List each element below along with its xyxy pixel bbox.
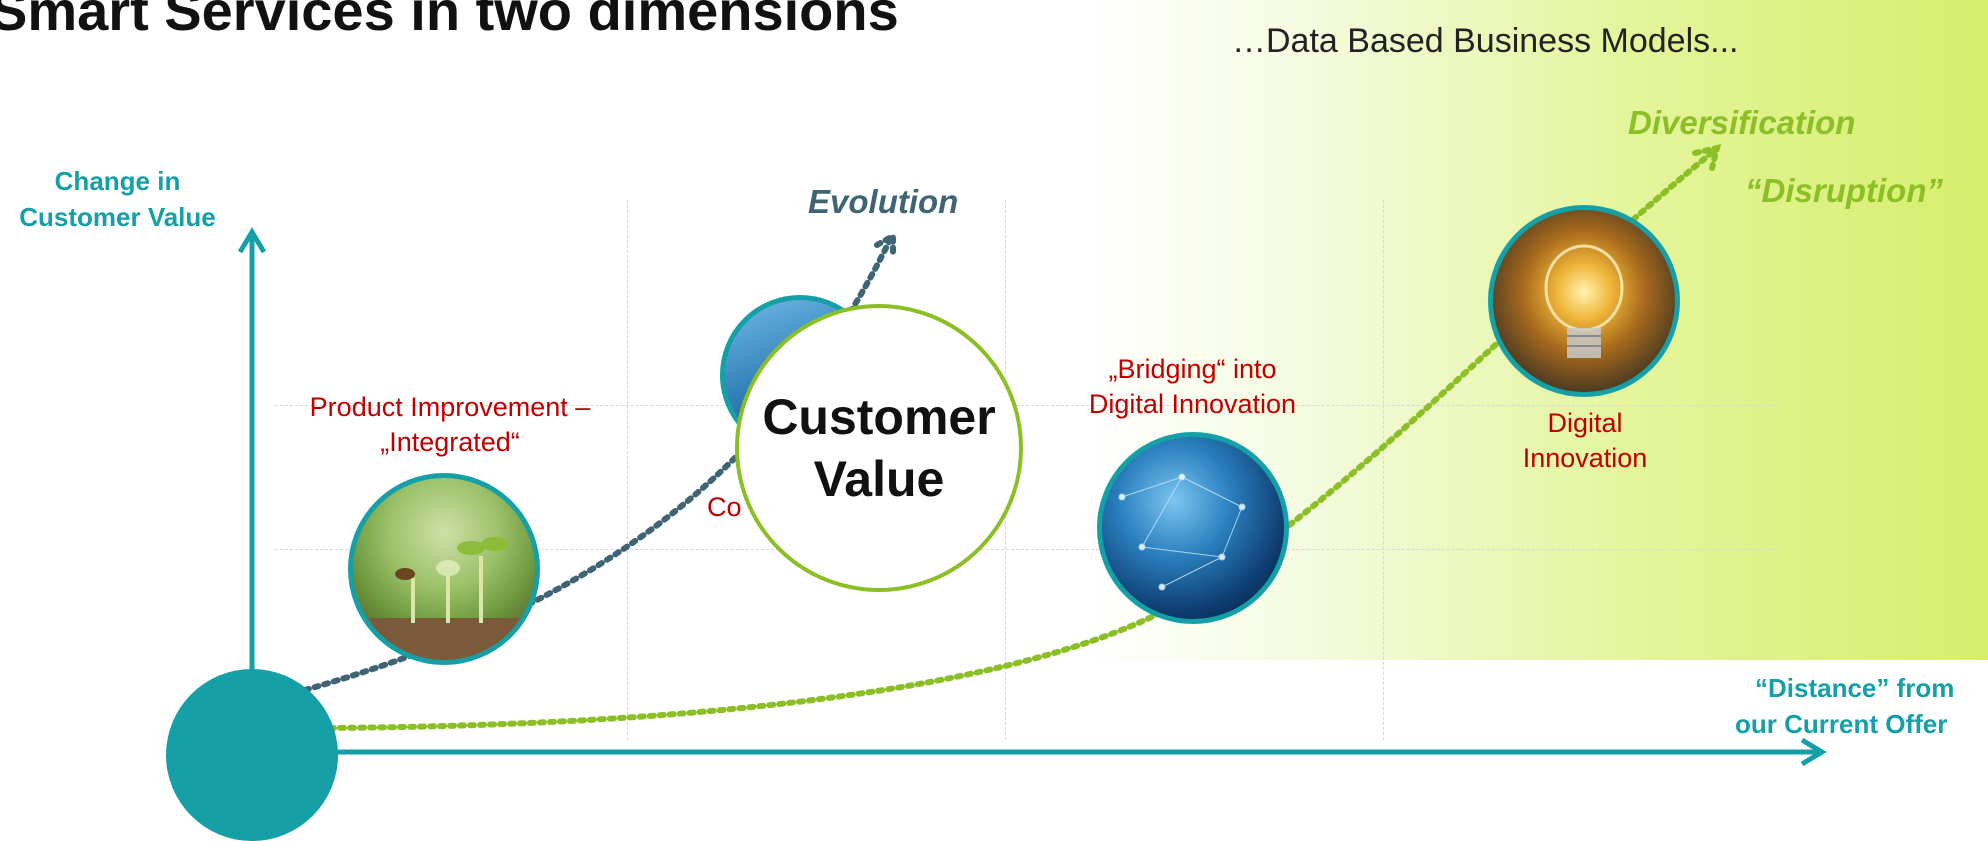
x-axis-label-line1: “Distance” from xyxy=(1755,673,1955,703)
grid-line-vertical-3 xyxy=(1383,200,1384,740)
stage-product-improvement-line2: „Integrated“ xyxy=(380,427,520,457)
customer-value-line2: Value xyxy=(813,451,945,507)
phase-evolution-label: Evolution xyxy=(808,183,959,220)
y-axis-arrowhead xyxy=(237,227,267,254)
digital-network-photo-icon xyxy=(1097,432,1289,624)
origin-circle xyxy=(166,669,338,841)
stage-bridging-label: „Bridging“ into Digital Innovation xyxy=(1060,352,1325,422)
evolution-arrowhead xyxy=(874,230,896,259)
customer-value-line1: Customer xyxy=(762,389,996,445)
phase-disruption-label: “Disruption” xyxy=(1745,172,1943,209)
x-axis-label: “Distance” from our Current Offer xyxy=(1735,670,1988,742)
x-axis-arrowhead xyxy=(1800,737,1827,767)
stage-product-improvement-label: Product Improvement – „Integrated“ xyxy=(280,390,620,460)
stage-digital-innovation-line2: Innovation xyxy=(1522,443,1648,473)
stage-connected-label-partial: Co xyxy=(707,492,742,522)
stage-bridging-line2: Digital Innovation xyxy=(1088,389,1297,419)
grid-line-horizontal-upper xyxy=(275,405,1780,406)
y-axis-label-line1: Change in xyxy=(54,166,181,196)
stage-digital-innovation-line1: Digital xyxy=(1547,408,1623,438)
grid-line-vertical-1 xyxy=(627,200,628,740)
seedling-photo-icon xyxy=(348,473,540,665)
stage-product-improvement-line1: Product Improvement – xyxy=(309,392,591,422)
x-axis-label-line2: our Current Offer xyxy=(1735,709,1948,739)
grid-line-horizontal-lower xyxy=(275,549,1780,550)
page-subtitle: …Data Based Business Models... xyxy=(1232,22,1739,60)
lightbulb-circuit-photo-icon xyxy=(1488,205,1680,397)
stage-bridging-line1: „Bridging“ into xyxy=(1108,354,1277,384)
page-title: Smart Services in two dimensions xyxy=(0,0,899,42)
customer-value-circle: Customer Value xyxy=(735,304,1023,592)
y-axis-label: Change in Customer Value xyxy=(0,163,240,235)
diversification-arrowhead xyxy=(1692,143,1722,171)
y-axis-label-line2: Customer Value xyxy=(19,202,216,232)
phase-diversification-label: Diversification xyxy=(1628,104,1856,141)
stage-digital-innovation-label: Digital Innovation xyxy=(1500,406,1670,476)
